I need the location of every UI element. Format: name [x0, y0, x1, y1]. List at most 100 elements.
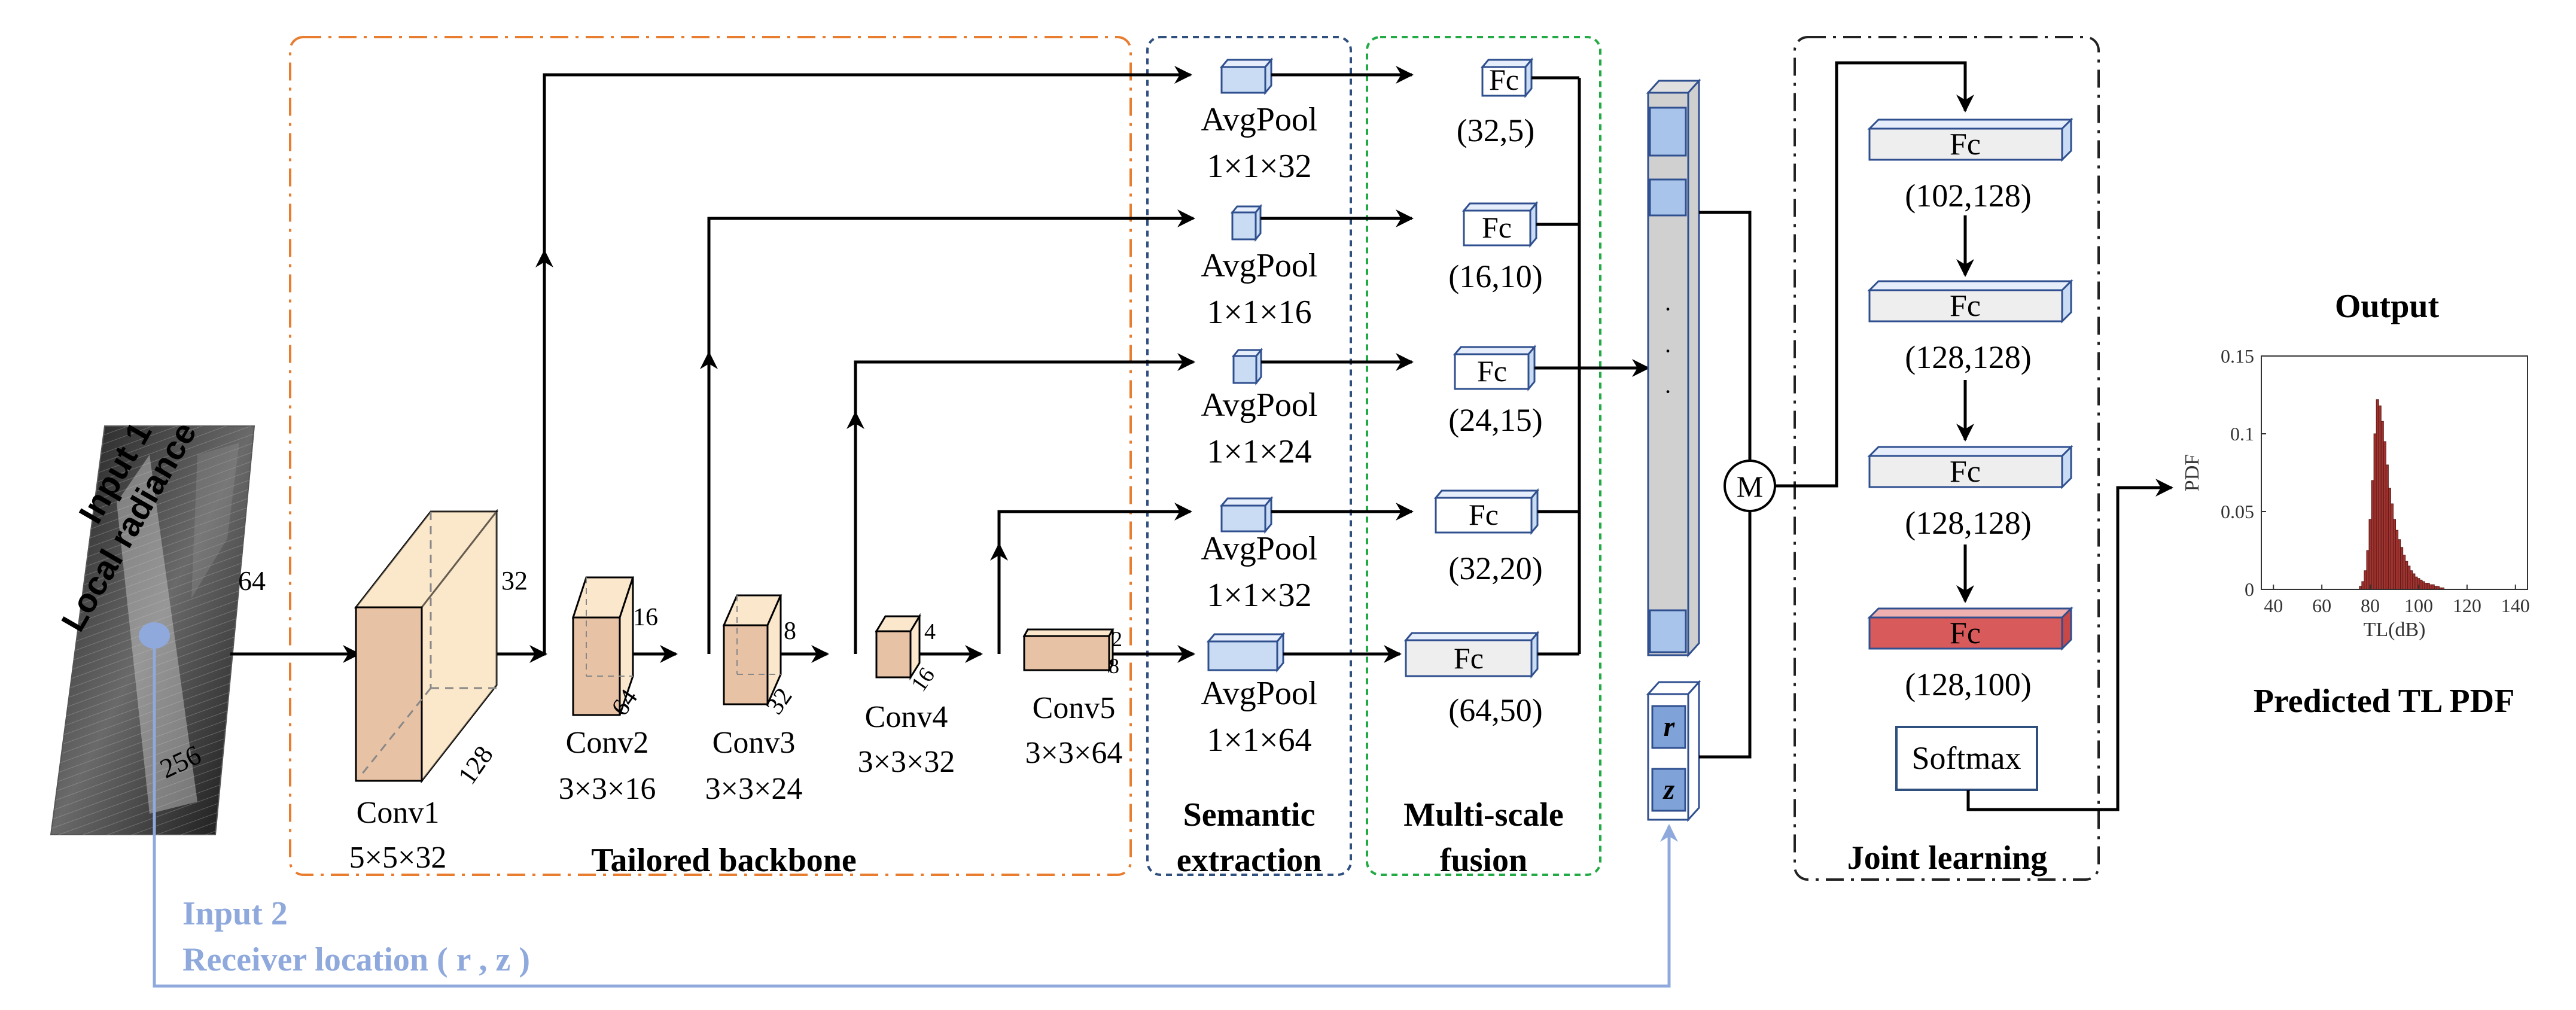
conv1-name: Conv1	[357, 796, 440, 830]
softmax-box	[1895, 726, 2038, 791]
input2-line	[153, 635, 1678, 988]
chart-bar	[2412, 573, 2416, 590]
avgpool-1-block	[1219, 57, 1274, 96]
chart-bar	[2390, 503, 2394, 590]
joint-fc-4	[1867, 606, 2073, 651]
chart-bar	[2429, 584, 2432, 590]
chart-bar	[2405, 561, 2408, 590]
merge-lines	[1699, 211, 1752, 759]
fusion-fc-4	[1433, 488, 1540, 536]
joint-fc-2	[1867, 279, 2073, 324]
joint-fc-3	[1867, 445, 2073, 489]
joint-fc-1-dims: (102,128)	[1905, 178, 2031, 214]
rz-vector	[1646, 680, 1701, 822]
chart-axes-box	[2261, 355, 2528, 590]
chart-bar	[2388, 488, 2391, 590]
input1-dim-width: 64	[238, 565, 266, 596]
conv2-size: 3×3×16	[559, 772, 656, 806]
conv2-dim-depth: 16	[633, 604, 658, 631]
output-title: Output	[2335, 288, 2440, 325]
avgpool-1-name: AvgPool	[1201, 101, 1318, 138]
semantic-extraction-box	[1146, 36, 1352, 876]
chart-bar	[2414, 576, 2418, 590]
input-image	[50, 425, 255, 835]
chart-y-tick-label: 0	[2245, 579, 2254, 600]
avgpool-2-block	[1230, 203, 1263, 242]
chart-bar	[2398, 539, 2401, 590]
joint-fc-1-name: Fc	[1950, 127, 1981, 162]
conv2-name: Conv2	[566, 726, 649, 760]
joint-fc-3-name: Fc	[1950, 455, 1981, 489]
fusion-fc-2	[1461, 200, 1539, 248]
fusion-fc-5	[1403, 630, 1540, 679]
conv3-size: 3×3×24	[705, 772, 803, 806]
multiscale-fusion-label-2: fusion	[1440, 842, 1527, 879]
chart-bar	[2376, 399, 2379, 590]
conv1-dim-depth: 32	[501, 566, 528, 595]
chart-xlabel: TL(dB)	[2364, 619, 2426, 641]
chart-x-tick-label: 80	[2361, 595, 2380, 616]
avgpool-2-size: 1×1×16	[1207, 294, 1311, 331]
fusion-fc-4-name: Fc	[1469, 498, 1499, 531]
chart-bar	[2373, 433, 2377, 590]
avgpool-2-name: AvgPool	[1201, 247, 1318, 284]
fusion-fc-3-dims: (24,15)	[1448, 402, 1542, 438]
conv2-block	[571, 576, 635, 716]
chart-x-tick-label: 40	[2264, 595, 2283, 616]
concat-vector: · · ·	[1646, 78, 1701, 658]
conv4-name: Conv4	[865, 700, 948, 734]
chart-bar	[2407, 565, 2411, 590]
chart-bar	[2392, 519, 2397, 590]
joint-learning-box	[1794, 36, 2100, 881]
joint-fc-2-name: Fc	[1950, 289, 1981, 323]
avgpool-5-block	[1206, 631, 1286, 673]
chart-bar	[2364, 570, 2367, 590]
chart-x-tick-label: 140	[2501, 595, 2530, 616]
branch-lines	[535, 66, 1195, 654]
conv1-dim-length: 128	[452, 741, 499, 790]
chart-x-tick-label: 100	[2404, 595, 2433, 616]
chart-bar	[2361, 581, 2365, 590]
joint-learning-label: Joint learning	[1847, 839, 2047, 877]
softmax-to-output-line	[1966, 479, 2173, 811]
joint-fc-3-dims: (128,128)	[1905, 505, 2031, 541]
chart-x-tick-label: 120	[2453, 595, 2481, 616]
conv3-name: Conv3	[712, 726, 796, 760]
conv5-size: 3×3×64	[1025, 736, 1123, 770]
chart-bar	[2431, 584, 2435, 590]
multiscale-fusion-label-1: Multi-scale	[1403, 796, 1563, 833]
joint-fc-4-name: Fc	[1950, 616, 1981, 650]
input2-subtitle: Receiver location ( r , z )	[182, 941, 530, 978]
conv5-dim-depth: 2	[1112, 627, 1122, 651]
joint-fc-4-dims: (128,100)	[1905, 667, 2031, 702]
tailored-backbone-box	[289, 36, 1132, 876]
conv4-block	[875, 613, 921, 681]
avgpool-5-name: AvgPool	[1201, 675, 1318, 712]
avgpool-1-size: 1×1×32	[1207, 148, 1311, 185]
chart-bar	[2410, 570, 2413, 590]
joint-fc-1	[1867, 117, 2073, 162]
chart-bar	[2368, 519, 2372, 590]
avgpool-4-name: AvgPool	[1201, 530, 1318, 567]
fusion-fc-4-dims: (32,20)	[1448, 550, 1542, 586]
avgpool-5-size: 1×1×64	[1207, 722, 1311, 759]
avgpool-3-size: 1×1×24	[1207, 433, 1311, 470]
chart-bar	[2422, 581, 2425, 590]
avgpool-3-block	[1231, 347, 1263, 386]
chart-bar	[2424, 583, 2428, 590]
chart-bar	[2383, 441, 2386, 590]
tailored-backbone-label: Tailored backbone	[591, 842, 856, 879]
fusion-fc-2-dims: (16,10)	[1448, 258, 1542, 294]
chart-y-tick-label: 0.15	[2221, 345, 2254, 367]
conv3-block	[722, 594, 782, 705]
input2-title: Input 2	[182, 895, 288, 932]
svg-text:·: ·	[1664, 296, 1671, 323]
conv5-dim-length: 8	[1109, 654, 1119, 678]
softmax-label: Softmax	[1912, 740, 2021, 776]
chart-bar	[2400, 547, 2404, 590]
fusion-fc-3-name: Fc	[1477, 354, 1507, 388]
joint-fc-2-dims: (128,128)	[1905, 339, 2031, 375]
output-caption: Predicted TL PDF	[2254, 683, 2515, 720]
fusion-fc-1-name: Fc	[1489, 63, 1519, 96]
